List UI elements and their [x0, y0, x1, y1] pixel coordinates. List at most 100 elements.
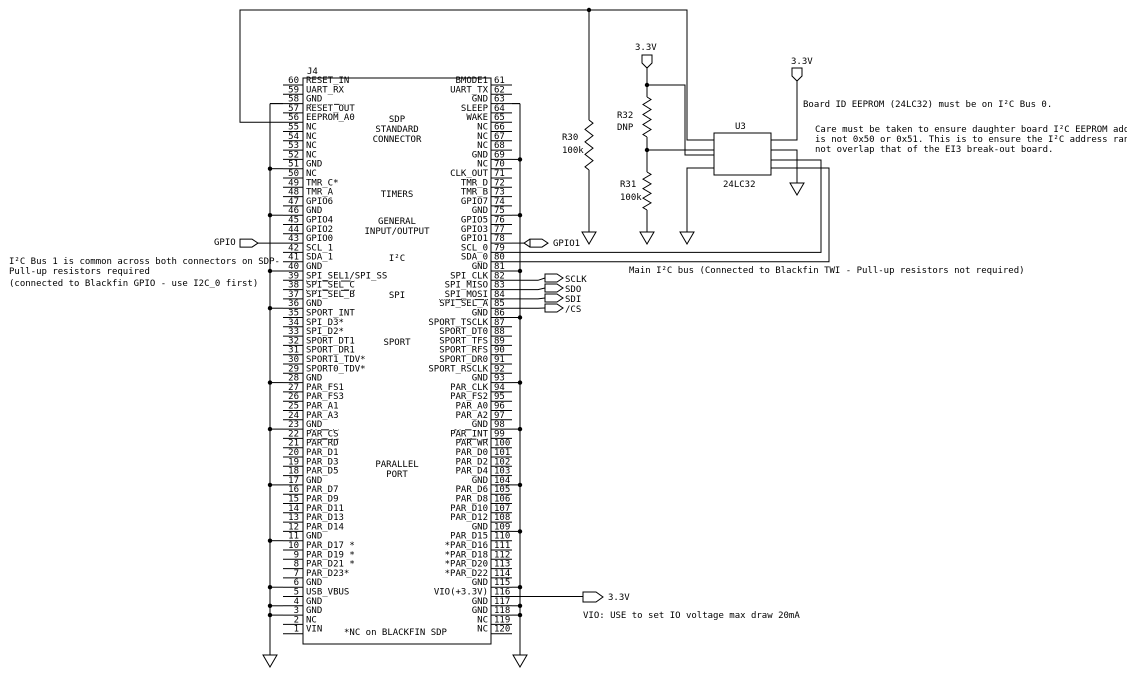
pin-number: 15	[288, 495, 299, 505]
label-timers: TIMERS	[381, 190, 414, 200]
pin-number: 78	[494, 234, 505, 244]
pin-name: GND	[306, 420, 322, 430]
eeprom-ref: U3	[735, 122, 746, 132]
pin-number: 38	[288, 281, 299, 291]
junction-dot	[267, 268, 273, 274]
pin-number: 106	[494, 495, 510, 505]
pin-number: 77	[494, 225, 505, 235]
pin-name: GND	[472, 420, 488, 430]
junction-dot	[517, 482, 523, 488]
pin-number: 60	[288, 76, 299, 86]
port-labels: GPIO GPIO1 SCLK SDO SDI /CS	[214, 238, 587, 315]
pin-name: NC	[477, 132, 488, 142]
pin-number: 98	[494, 420, 505, 430]
pin-name: GND	[472, 150, 488, 160]
junction-dot	[644, 147, 650, 153]
pin-number: 68	[494, 141, 505, 151]
pin-number: 119	[494, 615, 510, 625]
pin-name: GND	[306, 262, 322, 272]
pin-number: 76	[494, 216, 505, 226]
junction-dot	[517, 268, 523, 274]
pin-name: GND	[306, 160, 322, 170]
note-vio: VIO: USE to set IO voltage max draw 20mA	[583, 611, 800, 621]
pin-name: PAR_A1	[306, 402, 339, 412]
pin-name: PAR_FS1	[306, 383, 344, 393]
pin-number: 33	[288, 327, 299, 337]
pin-name: PAR_CLK	[450, 383, 489, 393]
label-parallel: PARALLEL	[375, 460, 418, 470]
pin-number: 99	[494, 429, 505, 439]
pin-number: 55	[288, 123, 299, 133]
junction-dot	[517, 529, 523, 534]
junction-dot	[586, 7, 592, 13]
note-main-i2c: Main I²C bus (Connected to Blackfin TWI …	[629, 266, 1025, 276]
pin-name: PAR_D1	[306, 448, 339, 458]
pin-name: *PAR_D22	[445, 569, 488, 579]
pin-number: 12	[288, 522, 299, 532]
pin-number: 18	[288, 467, 299, 477]
pin-number: 56	[288, 113, 299, 123]
resistor-r30: R30 100k	[562, 133, 584, 156]
port-spi	[544, 303, 564, 313]
pin-number: 17	[288, 476, 299, 486]
pin-name: PAR_D4	[455, 467, 488, 477]
port-sdi-label: SDI	[565, 295, 581, 305]
pin-name: GND	[472, 476, 488, 486]
pin-name: PAR_A3	[306, 411, 339, 421]
pin-number: 74	[494, 197, 505, 207]
pin-number: 110	[494, 532, 510, 542]
label-sdp: SDP	[389, 115, 406, 125]
port-gpio0-label: GPIO	[214, 238, 236, 248]
pin-name: VIO(+3.3V)	[434, 588, 488, 598]
note-bus1-2: Pull-up resistors required	[9, 267, 150, 277]
pin-number: 94	[494, 383, 505, 393]
junction-dot	[267, 380, 273, 385]
pin-number: 30	[288, 355, 299, 365]
pin-number: 111	[494, 541, 510, 551]
pin-name: SPORT_DR1	[306, 346, 355, 356]
pin-number: 93	[494, 374, 505, 384]
pin-name: PAR_D11	[306, 504, 344, 514]
note-care-3: not overlap that of the EI3 break-out bo…	[815, 145, 1053, 155]
pin-name: GND	[306, 578, 322, 588]
pin-name: SPI_CLK	[450, 271, 489, 281]
label-spi: SPI	[389, 291, 405, 301]
pin-number: 20	[288, 448, 299, 458]
pin-name: GND	[472, 578, 488, 588]
pin-number: 61	[494, 76, 505, 86]
pin-number: 50	[288, 169, 299, 179]
junction-dot	[267, 603, 273, 608]
note-bus1-1: I²C Bus 1 is common across both connecto…	[9, 257, 280, 267]
pin-number: 104	[494, 476, 510, 486]
power-flag-r32	[641, 54, 653, 69]
power-flags	[582, 54, 803, 603]
pin-number: 89	[494, 336, 505, 346]
pin-name: PAR_D13	[306, 513, 344, 523]
pin-number: 116	[494, 588, 510, 598]
pin-number: 100	[494, 439, 510, 449]
port-gpio0	[239, 238, 259, 248]
pin-number: 7	[294, 569, 299, 579]
pin-name: USB_VBUS	[306, 588, 349, 598]
pin-name: GPIO7	[461, 197, 488, 207]
pin-number: 25	[288, 402, 299, 412]
pin-number: 9	[294, 550, 299, 560]
pin-number: 35	[288, 309, 299, 319]
pin-number: 52	[288, 150, 299, 160]
pin-name: PAR_D10	[450, 504, 488, 514]
pin-number: 112	[494, 550, 510, 560]
pin-name: EEPROM_A0	[306, 113, 355, 123]
port-gpio1-tip	[523, 238, 531, 248]
pin-number: 75	[494, 206, 505, 216]
pin-number: 4	[294, 597, 299, 607]
pin-name: GPIO2	[306, 225, 333, 235]
pin-name: BMODE1	[455, 76, 488, 86]
connector-j4-body	[302, 77, 492, 645]
junction-dot	[517, 585, 523, 590]
pin-number: 28	[288, 374, 299, 384]
pin-number: 87	[494, 318, 505, 328]
pin-name: GND	[472, 597, 488, 607]
junction-dot	[517, 603, 523, 608]
spi-wire	[512, 297, 546, 300]
pin-number: 88	[494, 327, 505, 337]
